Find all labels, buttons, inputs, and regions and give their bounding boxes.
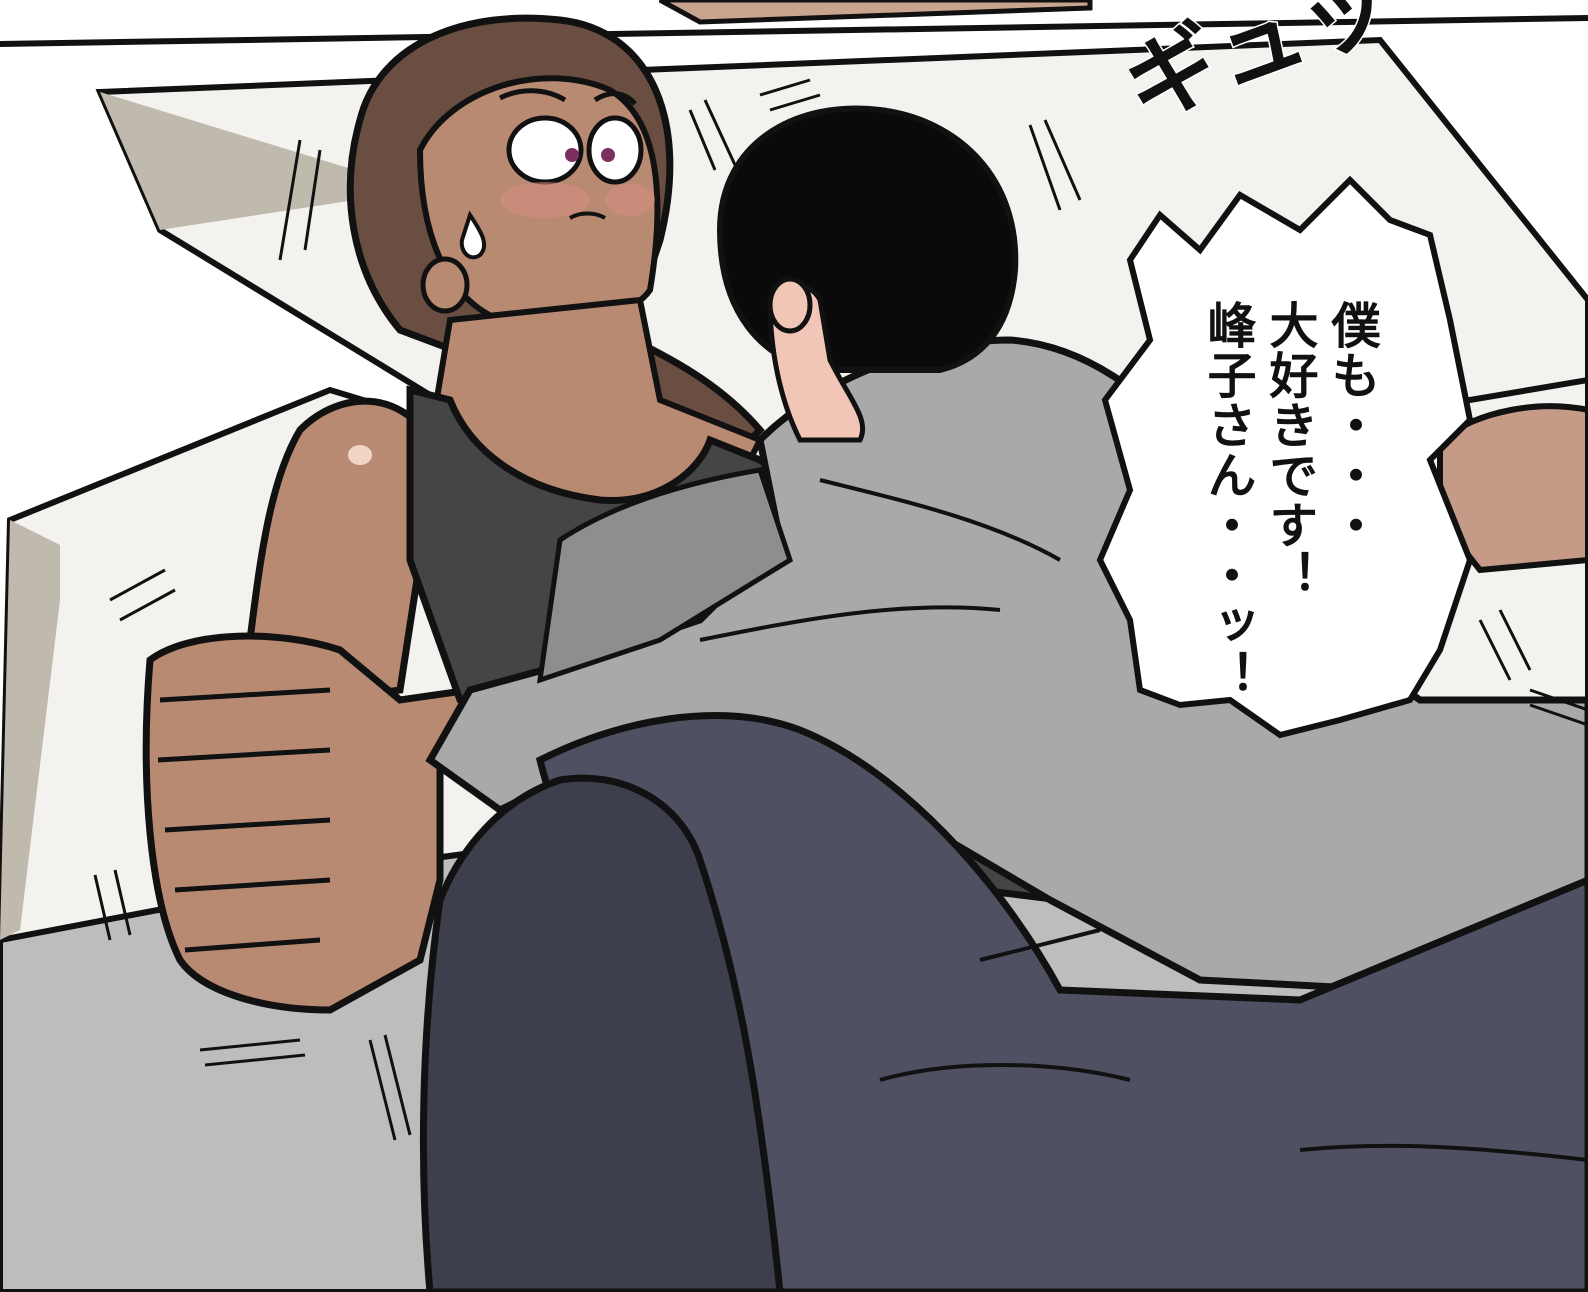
speech-line-1: 僕も・・・ (1324, 300, 1382, 550)
woman-right-eye (586, 115, 644, 185)
speech-line-2: 大好きです！ (1262, 300, 1320, 600)
sweat-drop-icon (459, 210, 487, 260)
speech-line-3: 峰子さん・・ッ！ (1200, 300, 1257, 700)
pants-leg-far (419, 774, 784, 1292)
pants (419, 712, 1588, 1292)
motion-lines (93, 78, 1588, 1141)
speech-bubble-shape (1096, 175, 1474, 739)
man-figure (425, 105, 1588, 1004)
speech-bubble: 僕も・・・ 大好きです！ 峰子さん・・ッ！ (1096, 175, 1474, 739)
man-head (716, 105, 1019, 373)
